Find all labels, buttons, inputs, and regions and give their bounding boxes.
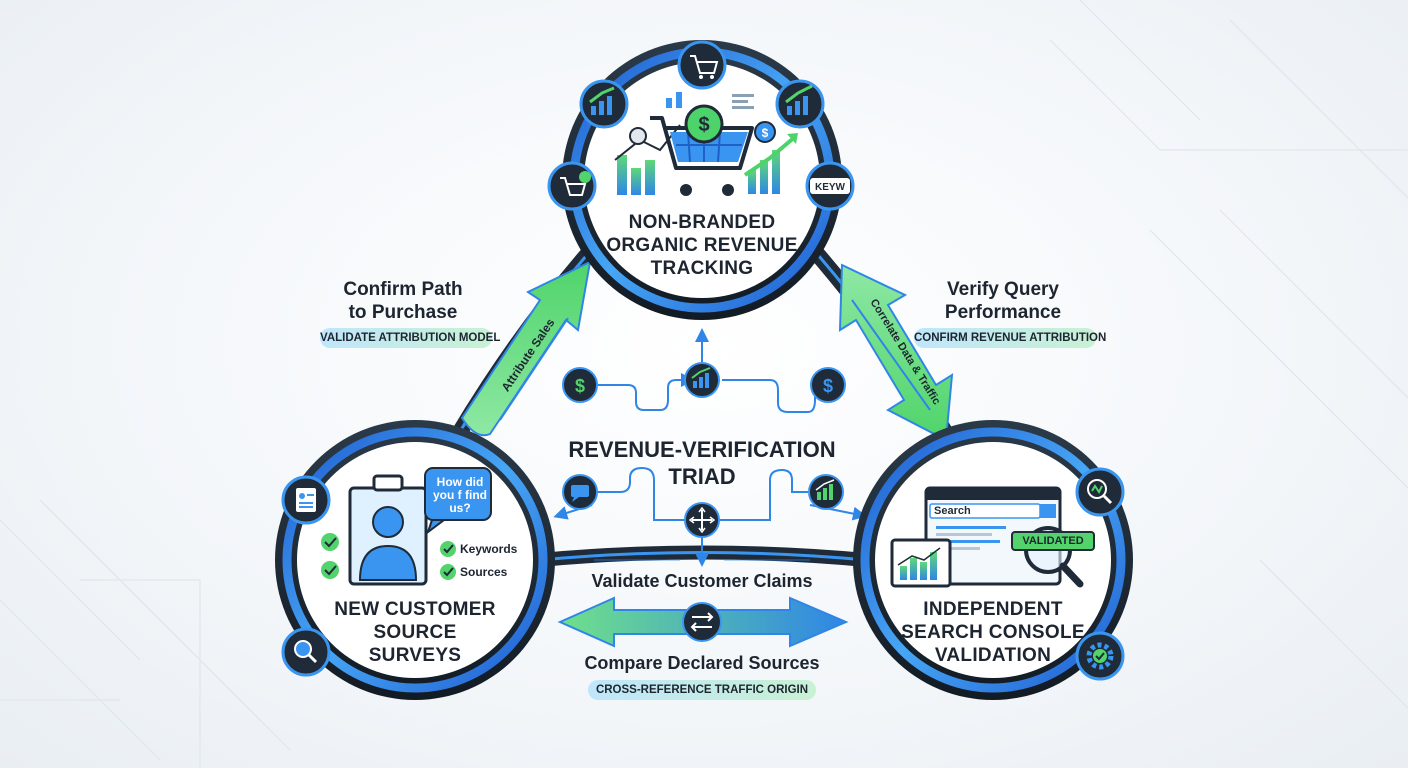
- move-arrows-icon: [684, 502, 720, 538]
- top-node-title-line3: TRACKING: [650, 258, 754, 279]
- right-edge-title: Verify Query Performance: [918, 278, 1088, 324]
- search-console-illustration: [890, 486, 1095, 588]
- dollar-icon-right: $: [810, 367, 846, 403]
- keyword-icon: KEYW: [805, 161, 855, 211]
- validated-stamp: VALIDATED: [1022, 535, 1084, 547]
- bottom-lower-label: Compare Declared Sources: [584, 653, 820, 673]
- top-node-title: NON-BRANDED ORGANIC REVENUE TRACKING: [582, 211, 822, 280]
- trend-chart-icon-center: [684, 362, 720, 398]
- left-node-title-line3: SURVEYS: [368, 645, 462, 666]
- flow-lines: [553, 328, 867, 567]
- svg-text:$: $: [698, 114, 709, 136]
- survey-bubble-text: How did you f find us?: [433, 475, 487, 515]
- left-edge-title-line1: Confirm Path: [343, 279, 463, 300]
- right-node-title-line2: SEARCH CONSOLE: [901, 622, 1085, 643]
- keyword-badge-text: KEYW: [815, 182, 846, 193]
- svg-text:$: $: [575, 376, 585, 396]
- analytics-magnifier-icon: [1075, 467, 1125, 517]
- survey-profile-illustration: [321, 467, 492, 586]
- top-node-title-line2: ORGANIC REVENUE: [606, 235, 798, 256]
- magnifier-icon-left: [281, 627, 331, 677]
- dollar-icon-left: $: [562, 367, 598, 403]
- check-label-keywords: Keywords: [460, 542, 518, 556]
- search-box-label: Search: [934, 505, 971, 517]
- check-icon-left-2: [321, 561, 339, 579]
- left-node-title: NEW CUSTOMER SOURCE SURVEYS: [300, 598, 530, 667]
- left-node-title-line2: SOURCE: [373, 622, 457, 643]
- right-node-title-line3: VALIDATION: [934, 645, 1052, 666]
- growth-chart-icon-right: [775, 79, 825, 129]
- right-node-title-line1: INDEPENDENT: [923, 599, 1063, 620]
- top-node-title-line1: NON-BRANDED: [628, 212, 776, 233]
- swap-arrows-icon: [682, 602, 722, 642]
- right-node-title: INDEPENDENT SEARCH CONSOLE VALIDATION: [878, 598, 1108, 667]
- node-top: $ $: [547, 40, 855, 320]
- node-left: [275, 420, 555, 700]
- bar-chart-icon-inner: [808, 474, 844, 510]
- check-icon-sources: [440, 564, 456, 580]
- shopping-cart-illustration: $ $: [614, 92, 798, 196]
- left-edge-pill: VALIDATE ATTRIBUTION MODEL: [320, 328, 500, 348]
- right-edge-pill: CONFIRM REVENUE ATTRIBUTION: [914, 328, 1106, 348]
- right-edge-title-line1: Verify Query: [947, 279, 1059, 300]
- attribute-sales-arrow: [460, 260, 592, 437]
- node-right: [853, 420, 1133, 700]
- bottom-edge-pill: CROSS-REFERENCE TRAFFIC ORIGIN: [588, 680, 816, 700]
- cart-dollar-icon: [547, 161, 597, 211]
- bottom-upper-label: Validate Customer Claims: [591, 571, 813, 591]
- center-title-line1: REVENUE-VERIFICATION: [568, 437, 836, 462]
- clipboard-icon: [281, 475, 331, 525]
- gear-check-icon: [1075, 631, 1125, 681]
- center-title: REVENUE-VERIFICATION TRIAD: [552, 436, 852, 490]
- svg-text:$: $: [823, 376, 833, 396]
- right-edge-title-line2: Performance: [944, 302, 1062, 323]
- growth-chart-icon-left: [579, 79, 629, 129]
- check-icon-keywords: [440, 541, 456, 557]
- left-node-title-line1: NEW CUSTOMER: [334, 599, 496, 620]
- check-icon-left-1: [321, 533, 339, 551]
- cart-icon-badge: [677, 40, 727, 90]
- chat-icon: [562, 474, 598, 510]
- left-edge-title-line2: to Purchase: [348, 302, 458, 323]
- center-title-line2: TRIAD: [668, 464, 736, 489]
- check-label-sources: Sources: [460, 565, 508, 579]
- svg-text:$: $: [762, 126, 769, 140]
- left-edge-title: Confirm Path to Purchase: [318, 278, 488, 324]
